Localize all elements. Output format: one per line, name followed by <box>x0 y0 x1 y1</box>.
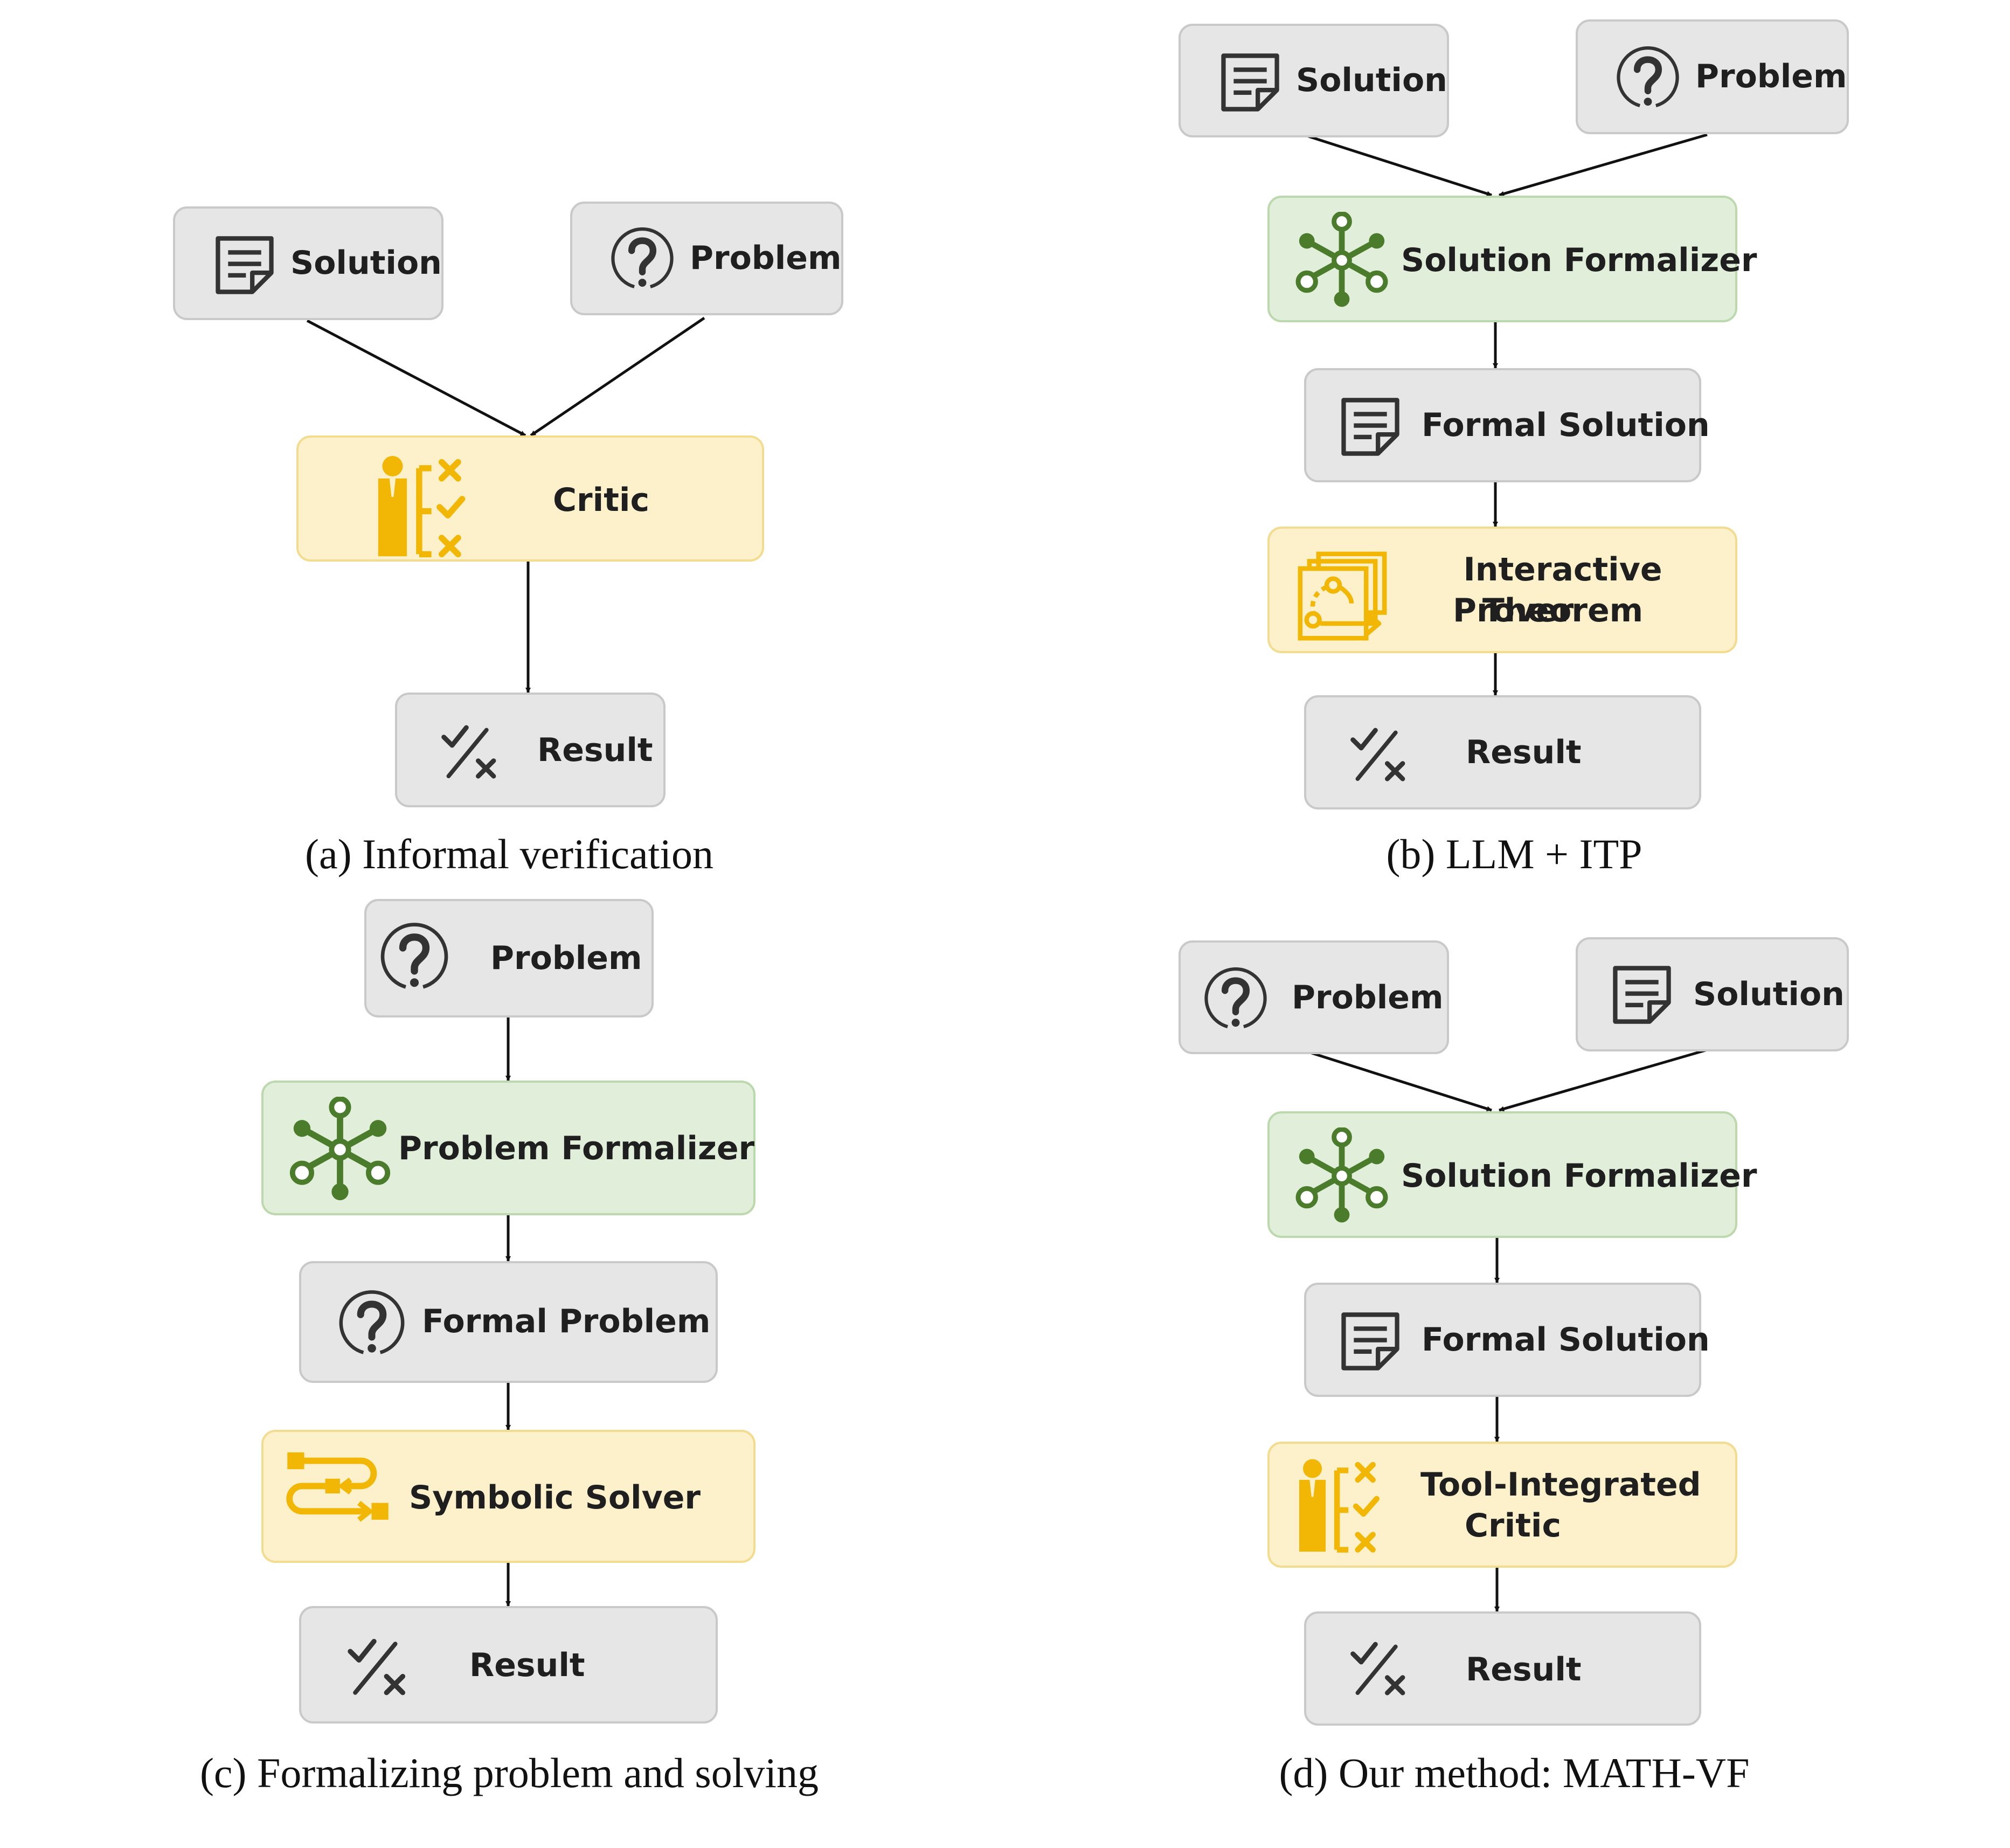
panel-b-solution-node: Solution <box>1179 24 1449 137</box>
solution-label: Solution <box>1296 61 1447 99</box>
formal-solution-label: Formal Solution <box>1422 406 1710 444</box>
arrow-d-solution-formalizer <box>1499 1048 1708 1112</box>
critic-checklist-icon <box>378 456 466 558</box>
caption-c: (c) Formalizing problem and solving <box>199 1749 819 1796</box>
panel-b-problem-node: Problem <box>1576 19 1849 134</box>
result-label: Result <box>469 1646 585 1684</box>
problem-label: Problem <box>1695 58 1847 95</box>
panel-a-critic-node: Critic <box>296 435 764 562</box>
panel-b-solution-formalizer-node: Solution Formalizer <box>1267 196 1757 322</box>
document-icon <box>1341 398 1399 456</box>
question-icon <box>1204 967 1267 1029</box>
problem-label: Problem <box>490 939 642 977</box>
question-icon <box>339 1290 405 1354</box>
problem-label: Problem <box>690 239 842 277</box>
itp-label-line1: Interactive Theorem <box>1463 551 1662 629</box>
document-icon <box>1341 1312 1399 1371</box>
tool-integrated-label-line2: Critic <box>1465 1507 1562 1545</box>
document-icon <box>1221 53 1279 112</box>
result-label: Result <box>1466 1651 1582 1688</box>
panel-c-formal-problem-node: Formal Problem <box>299 1261 718 1383</box>
network-icon <box>1295 212 1388 307</box>
itp-label-line2: Prover <box>1453 592 1574 629</box>
tool-integrated-label-line1: Tool-Integrated <box>1420 1466 1701 1504</box>
question-icon <box>611 227 674 289</box>
critic-checklist-icon <box>1299 1459 1380 1553</box>
question-icon <box>380 923 448 989</box>
panel-a-result-node: Result <box>395 693 666 807</box>
panel-c-problem-formalizer-node: Problem Formalizer <box>261 1081 756 1215</box>
panel-d-problem-node: Problem <box>1179 940 1449 1054</box>
panel-d-tool-integrated-critic-node: Tool-Integrated Critic <box>1267 1442 1737 1568</box>
flow-solver-icon <box>286 1452 389 1522</box>
caption-d: (d) Our method: MATH-VF <box>1279 1749 1750 1796</box>
document-icon <box>1613 966 1671 1024</box>
solution-formalizer-label: Solution Formalizer <box>1401 1157 1757 1195</box>
panel-c-symbolic-solver-node: Symbolic Solver <box>261 1430 756 1563</box>
formal-problem-label: Formal Problem <box>422 1303 711 1340</box>
check-cross-icon <box>1350 728 1405 781</box>
panel-c-problem-node: Problem <box>364 899 654 1018</box>
document-icon <box>216 236 274 294</box>
panel-d-result-node: Result <box>1304 1611 1701 1726</box>
result-label: Result <box>537 731 653 769</box>
panel-c-result-node: Result <box>299 1606 718 1724</box>
solution-label: Solution <box>290 244 442 282</box>
panel-d-solution-node: Solution <box>1576 937 1849 1051</box>
check-cross-icon <box>348 1638 406 1695</box>
arrow-b-problem-formalizer <box>1499 133 1708 197</box>
panel-a-solution-node: Solution <box>173 206 443 320</box>
check-cross-icon <box>441 725 496 779</box>
arrow-a-solution-critic <box>306 319 526 437</box>
caption-b: (b) LLM + ITP <box>1386 830 1642 877</box>
check-cross-icon <box>1350 1642 1405 1695</box>
panel-b-itp-node: Interactive Theorem Prover <box>1267 527 1737 653</box>
solution-formalizer-label: Solution Formalizer <box>1401 241 1757 279</box>
panel-d-solution-formalizer-node: Solution Formalizer <box>1267 1111 1757 1238</box>
formal-solution-label: Formal Solution <box>1422 1321 1710 1359</box>
critic-label: Critic <box>553 481 650 519</box>
solution-label: Solution <box>1693 975 1845 1013</box>
result-label: Result <box>1466 733 1582 771</box>
caption-a: (a) Informal verification <box>305 830 713 877</box>
network-icon <box>289 1097 391 1201</box>
arrow-d-problem-formalizer <box>1308 1050 1492 1112</box>
symbolic-solver-label: Symbolic Solver <box>409 1479 701 1517</box>
arrow-a-problem-critic <box>530 316 705 437</box>
question-icon <box>1617 46 1679 108</box>
network-icon <box>1295 1127 1388 1223</box>
panel-b-formal-solution-node: Formal Solution <box>1304 368 1710 482</box>
problem-formalizer-label: Problem Formalizer <box>398 1130 755 1167</box>
problem-label: Problem <box>1292 979 1444 1016</box>
panel-d-formal-solution-node: Formal Solution <box>1304 1283 1710 1397</box>
theorem-prover-icon <box>1298 551 1387 641</box>
panel-b-result-node: Result <box>1304 695 1701 809</box>
panel-a-problem-node: Problem <box>570 202 843 315</box>
arrow-b-solution-formalizer <box>1308 135 1492 197</box>
